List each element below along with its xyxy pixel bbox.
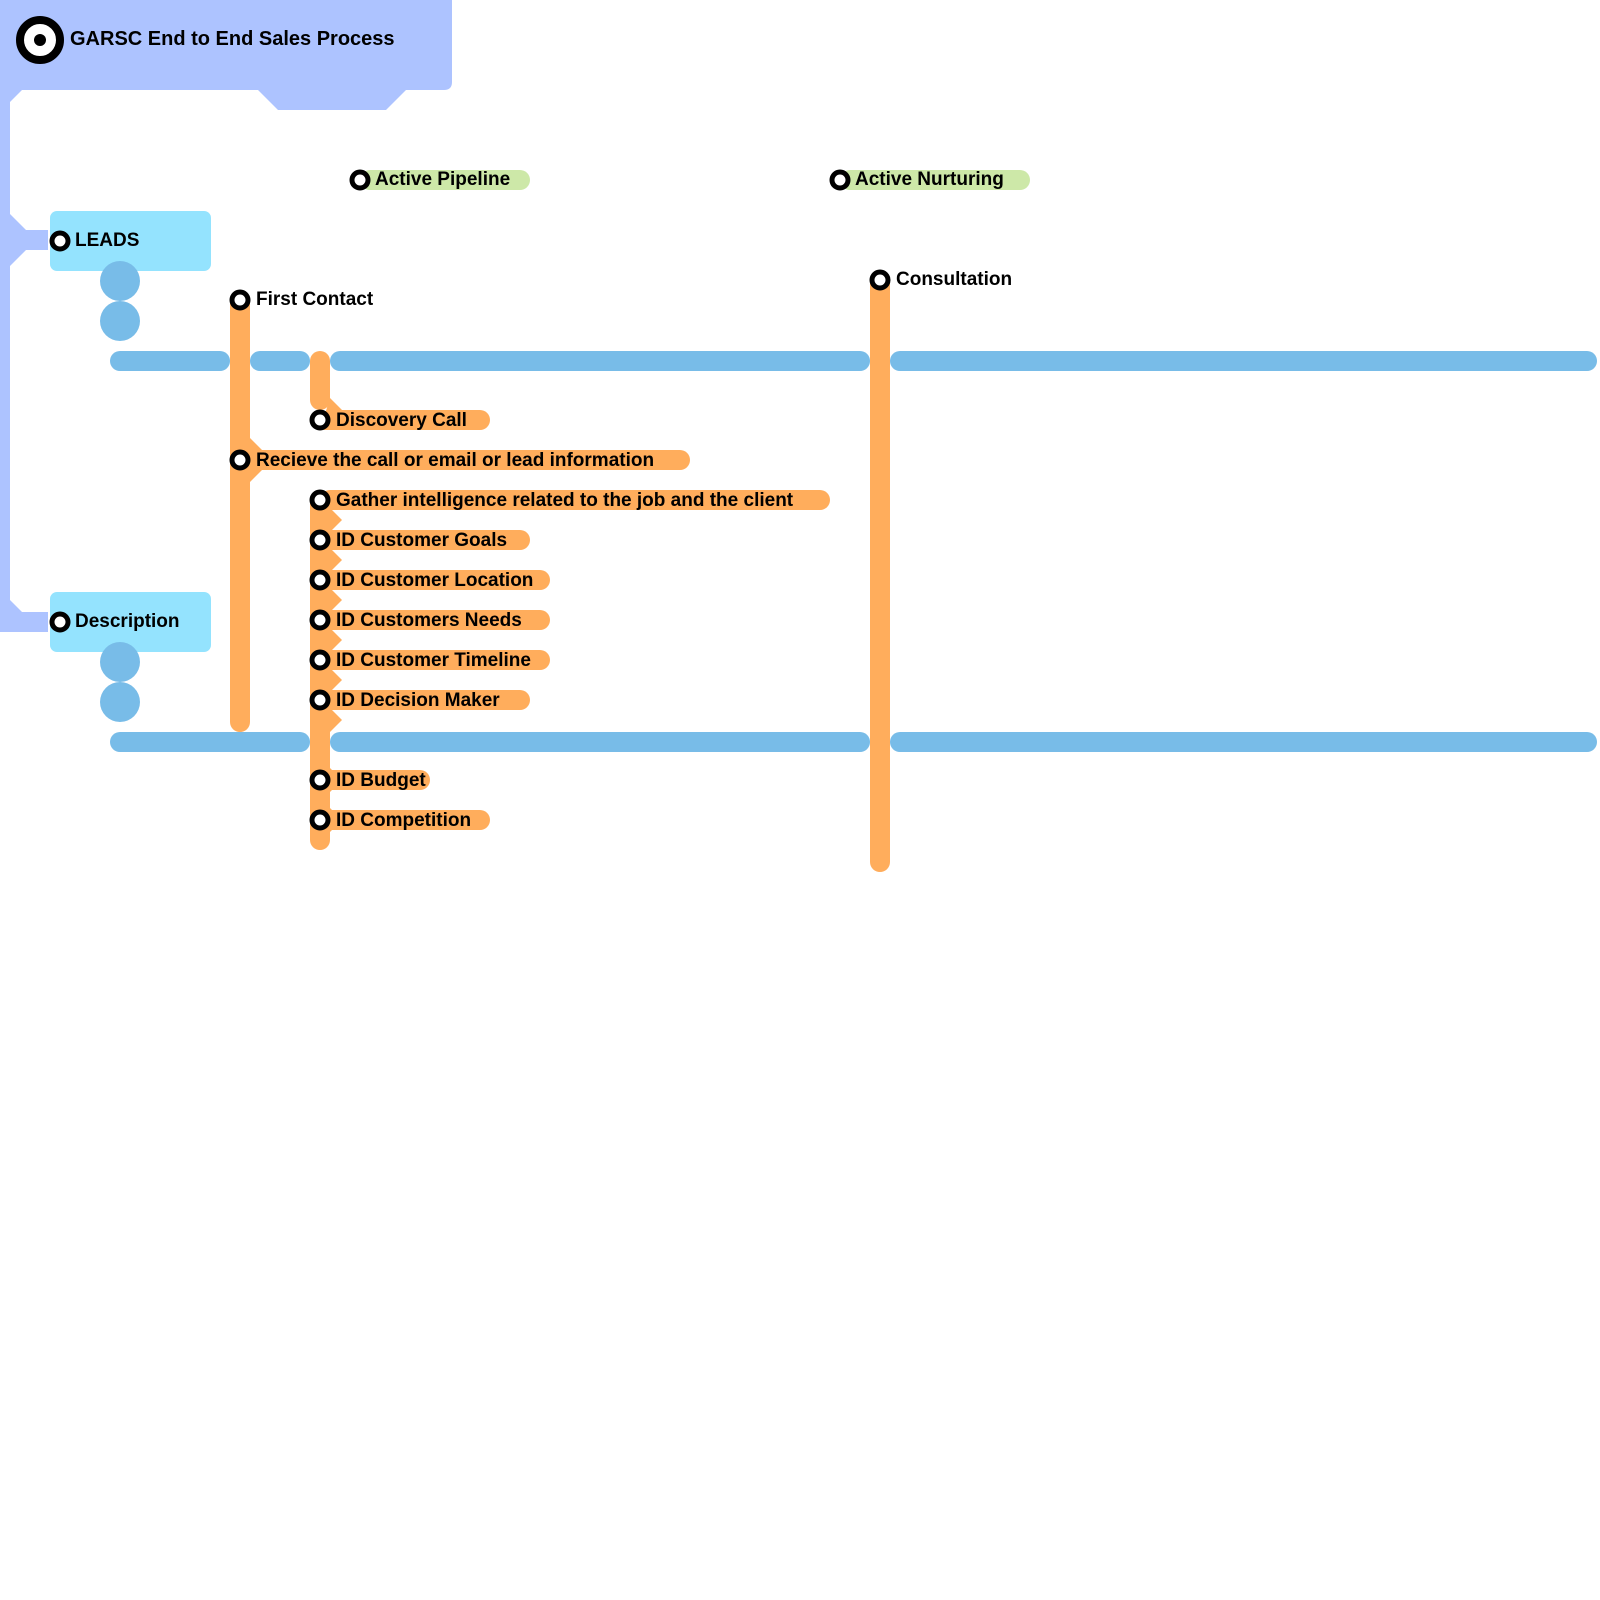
- item-pill: [320, 810, 490, 830]
- item-pill: [320, 770, 430, 790]
- node-icon: [309, 529, 331, 551]
- item-label: Recieve the call or email or lead inform…: [256, 450, 654, 471]
- discovery-item[interactable]: ID Customers Needs: [309, 609, 550, 631]
- node-icon: [309, 609, 331, 631]
- category-lane-dot: [100, 682, 140, 722]
- item-pill: [320, 650, 550, 670]
- item-label: ID Budget: [336, 770, 426, 791]
- node-icon: [309, 689, 331, 711]
- status-pill: [360, 170, 530, 190]
- category-lane-dot: [100, 301, 140, 341]
- item-pill: [320, 530, 530, 550]
- category-leads[interactable]: LEADS: [49, 211, 211, 341]
- branch-joint: [330, 708, 342, 732]
- stage-label: Consultation: [896, 269, 1012, 290]
- item-label: ID Customer Timeline: [336, 650, 531, 671]
- discovery-item[interactable]: ID Budget: [309, 769, 430, 791]
- first-contact-item[interactable]: Recieve the call or email or lead inform…: [229, 449, 690, 471]
- item-label: Gather intelligence related to the job a…: [336, 490, 794, 511]
- discovery-branch: [310, 351, 342, 850]
- item-label: ID Competition: [336, 810, 471, 831]
- item-pill: [320, 570, 550, 590]
- status-active-nurturing[interactable]: Active Nurturing: [829, 169, 1030, 191]
- discovery-item[interactable]: ID Decision Maker: [309, 689, 530, 711]
- category-box: [50, 592, 211, 652]
- item-pill: [240, 450, 690, 470]
- node-icon: [309, 809, 331, 831]
- item-label: Discovery Call: [336, 410, 467, 431]
- discovery-item[interactable]: ID Customer Location: [309, 569, 550, 591]
- category-lane-dot: [100, 642, 140, 682]
- branch-joint: [330, 668, 342, 692]
- node-icon: [309, 489, 331, 511]
- category-description[interactable]: Description: [49, 592, 211, 722]
- stage-consultation[interactable]: Consultation: [869, 269, 1012, 872]
- item-label: ID Customer Goals: [336, 530, 507, 551]
- node-icon: [829, 169, 851, 191]
- category-box: [50, 211, 211, 271]
- branch-joint: [330, 628, 342, 652]
- item-pill: [320, 610, 550, 630]
- root-node-center-icon: [34, 34, 46, 46]
- root-title: GARSC End to End Sales Process: [70, 28, 395, 50]
- node-icon: [49, 230, 71, 252]
- node-icon: [349, 169, 371, 191]
- item-label: ID Decision Maker: [336, 690, 500, 711]
- node-icon: [869, 269, 891, 291]
- category-label: LEADS: [75, 230, 139, 251]
- root-topic[interactable]: GARSC End to End Sales Process: [16, 16, 395, 64]
- node-icon: [229, 289, 251, 311]
- category-lane-dot: [100, 261, 140, 301]
- branch-joint: [330, 548, 342, 572]
- root-connector-leads: [10, 214, 48, 266]
- node-icon: [309, 769, 331, 791]
- node-icon: [309, 649, 331, 671]
- item-label: ID Customers Needs: [336, 610, 522, 631]
- discovery-item[interactable]: ID Competition: [309, 809, 490, 831]
- status-active-pipeline[interactable]: Active Pipeline: [349, 169, 530, 191]
- status-pill: [840, 170, 1030, 190]
- node-icon: [309, 409, 331, 431]
- node-icon: [49, 611, 71, 633]
- item-pill: [320, 690, 530, 710]
- item-pill: [320, 410, 490, 430]
- item-label: ID Customer Location: [336, 570, 533, 591]
- category-label: Description: [75, 611, 180, 632]
- status-label: Active Nurturing: [855, 169, 1004, 190]
- discovery-item[interactable]: Gather intelligence related to the job a…: [309, 489, 830, 511]
- branch-joint: [330, 508, 342, 532]
- discovery-call[interactable]: Discovery Call: [309, 409, 490, 431]
- status-label: Active Pipeline: [375, 169, 510, 190]
- node-icon: [309, 569, 331, 591]
- item-pill: [320, 490, 830, 510]
- discovery-item[interactable]: ID Customer Timeline: [309, 649, 550, 671]
- stage-label: First Contact: [256, 289, 374, 310]
- branch-joint: [330, 588, 342, 612]
- node-icon: [229, 449, 251, 471]
- discovery-item[interactable]: ID Customer Goals: [309, 529, 530, 551]
